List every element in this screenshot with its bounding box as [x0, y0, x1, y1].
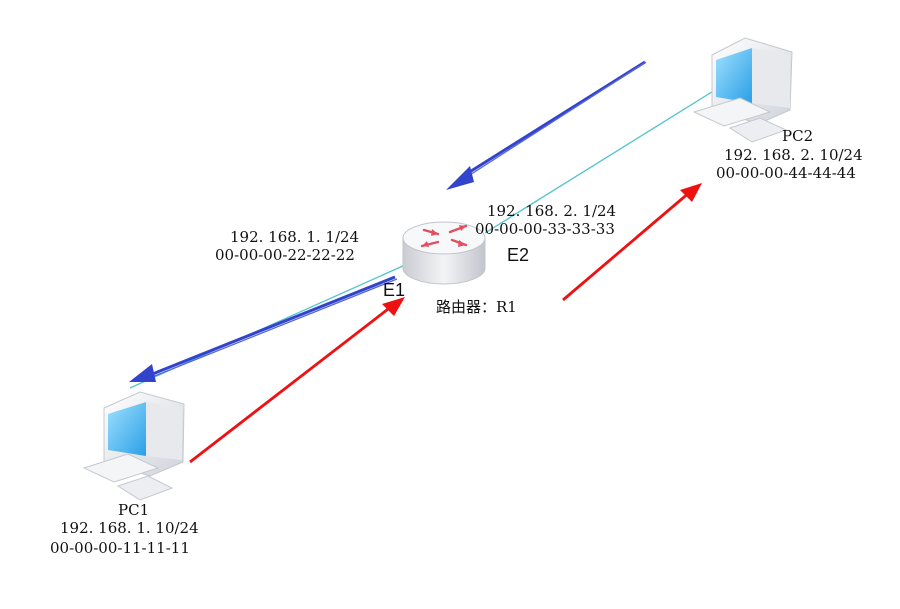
router-e1-ip: 192. 168. 1. 1/24 [230, 228, 360, 246]
router-e2-label: E2 [507, 245, 530, 265]
pc2-mac: 00-00-00-44-44-44 [716, 164, 856, 182]
pc1-name: PC1 [118, 501, 150, 519]
arrow-reply-pc2-to-router [446, 60, 647, 190]
pc1-mac: 00-00-00-11-11-11 [50, 539, 190, 557]
router-e1-label: E1 [383, 280, 406, 300]
router-e2-mac: 00-00-00-33-33-33 [475, 220, 615, 238]
pc2-name: PC2 [782, 127, 814, 145]
pc2-computer-icon [692, 37, 793, 143]
pc2-ip: 192. 168. 2. 10/24 [724, 146, 863, 164]
arrow-request-router-to-pc2 [562, 183, 702, 302]
router-e2-ip: 192. 168. 2. 1/24 [487, 202, 617, 220]
arrow-request-pc1-to-router [189, 297, 405, 464]
pc1-ip: 192. 168. 1. 10/24 [60, 519, 199, 537]
router-name: 路由器：R1 [436, 298, 517, 316]
router-icon [402, 221, 486, 285]
router-e1-mac: 00-00-00-22-22-22 [215, 246, 355, 264]
pc1-computer-icon [82, 391, 185, 501]
arrow-reply-router-to-pc1 [129, 275, 398, 382]
link-router-pc2 [484, 89, 716, 234]
